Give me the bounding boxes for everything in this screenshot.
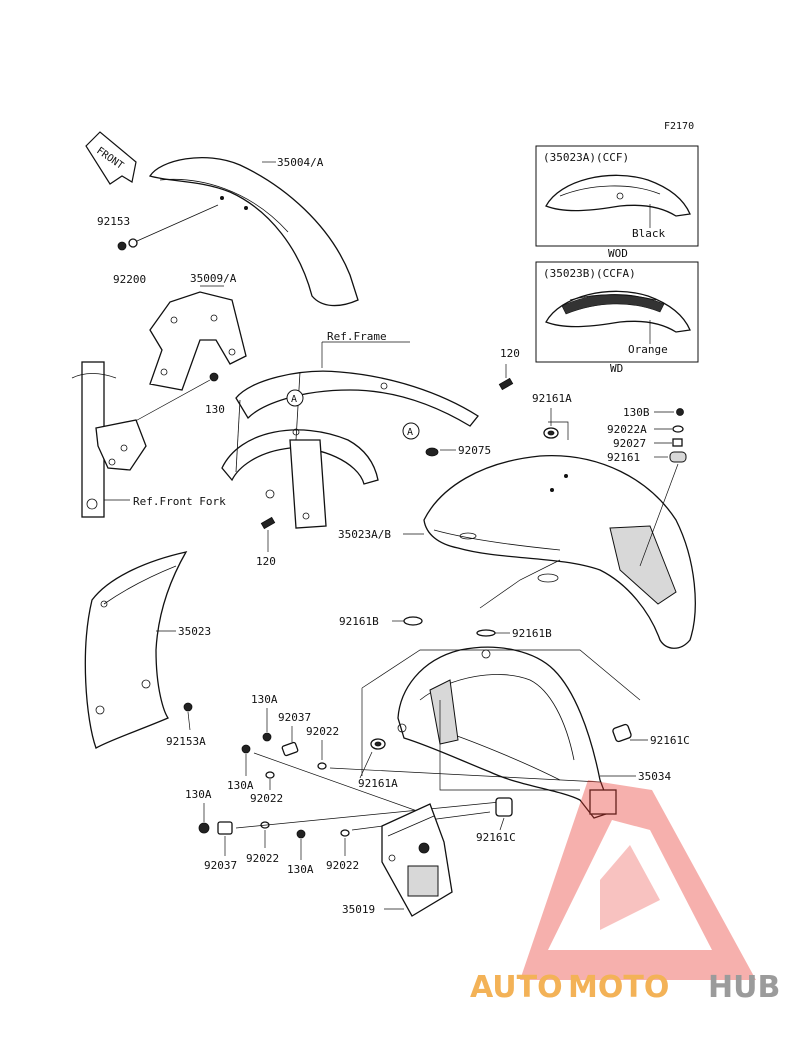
watermark-hub: HUB [708, 970, 780, 1005]
bolt-130a-4-icon [296, 829, 306, 839]
rear-fender [423, 454, 696, 649]
callout-92037-1: 92037 [278, 711, 311, 724]
callout-92153: 92153 [97, 215, 130, 228]
front-fork [71, 361, 147, 518]
front-arrow-icon: FRONT [85, 131, 137, 185]
callout-35023ab: 35023A/B [338, 528, 391, 541]
callout-35004a: 35004/A [277, 156, 324, 169]
svg-text:A: A [407, 427, 413, 438]
callout-92037-2: 92037 [204, 859, 237, 872]
callout-130a-3: 130A [185, 788, 212, 801]
callout-92075: 92075 [458, 444, 491, 457]
fender-side-cover [84, 551, 188, 749]
damper-92161c-low-icon [495, 797, 513, 817]
callout-92022-1: 92022 [306, 725, 339, 738]
figure-code: F2170 [664, 121, 694, 132]
inset-ccf-color: Black [632, 227, 665, 240]
washer-92022-4-icon [340, 829, 350, 837]
washer-92022-2-icon [265, 771, 275, 779]
damper-92161a-icon [543, 427, 559, 439]
inset-ccf: (35023A)(CCF) Black [535, 145, 699, 247]
watermark-auto: AUTO [470, 970, 563, 1005]
callout-92161c-low: 92161C [476, 831, 516, 844]
callout-130: 130 [205, 403, 225, 416]
frame [221, 370, 479, 529]
reference-a-marker-1: A [286, 389, 304, 407]
damper-92161a-mid-icon [370, 738, 386, 750]
washer-92022-1-icon [317, 762, 327, 770]
callout-92022a: 92022A [607, 423, 647, 436]
callout-120-bottom: 120 [256, 555, 276, 568]
callout-130a-1: 130A [251, 693, 278, 706]
collar-92037-1-icon [281, 741, 299, 757]
callout-ref-frame: Ref.Frame [327, 330, 387, 343]
license-plate-bracket [381, 803, 453, 917]
callout-35034: 35034 [638, 770, 671, 783]
watermark-moto: MOTO [568, 970, 669, 1005]
front-fender [148, 156, 359, 307]
bolt-130b-icon [676, 408, 684, 416]
inset-ccfa-title: (35023B)(CCFA) [543, 267, 636, 280]
right-fastener-stack [669, 408, 687, 463]
damper-92161-icon [669, 451, 687, 463]
callout-130b: 130B [623, 406, 650, 419]
callout-35023: 35023 [178, 625, 211, 638]
callout-92200: 92200 [113, 273, 146, 286]
callout-92161c-right: 92161C [650, 734, 690, 747]
callout-120-top: 120 [500, 347, 520, 360]
bolt-120-icon [498, 377, 514, 391]
pad-92161b-right-icon [476, 629, 496, 637]
callout-92161a-top: 92161A [532, 392, 572, 405]
callout-92161b-left: 92161B [339, 615, 379, 628]
callout-92161b-right: 92161B [512, 627, 552, 640]
reference-a-marker-2: A [402, 422, 420, 440]
callout-130a-2: 130A [227, 779, 254, 792]
fender-bracket [149, 291, 247, 391]
pad-92161b-left-icon [403, 616, 423, 626]
watermark-logo: AUTO MOTO HUB [470, 780, 780, 1005]
inset-ccfa-color: Orange [628, 343, 668, 356]
bolt-92153-icon [117, 238, 138, 251]
callout-92022-4: 92022 [326, 859, 359, 872]
bolt-130a-2-icon [241, 744, 251, 754]
collar-92037-2-icon [217, 821, 233, 835]
bolt-120-lower-icon [260, 516, 276, 530]
collar-92027-icon [672, 438, 683, 447]
callout-92027: 92027 [613, 437, 646, 450]
grommet-92075-icon [425, 447, 439, 457]
washer-92022a-icon [672, 425, 684, 433]
callout-ref-front-fork: Ref.Front Fork [133, 495, 226, 508]
callout-92161a-mid: 92161A [358, 777, 398, 790]
inset-ccf-title: (35023A)(CCF) [543, 151, 629, 164]
callout-35009a: 35009/A [190, 272, 237, 285]
inner-fender-frame [397, 646, 617, 819]
bolt-130-icon [209, 372, 219, 382]
svg-text:A: A [291, 394, 297, 405]
bolt-130a-3-icon [198, 822, 210, 834]
bolt-130a-1-icon [262, 732, 272, 742]
callout-92022-3: 92022 [246, 852, 279, 865]
bolt-92153a-icon [183, 702, 193, 712]
callout-130a-4: 130A [287, 863, 314, 876]
callout-92161: 92161 [607, 451, 640, 464]
callout-92022-2: 92022 [250, 792, 283, 805]
callout-35019: 35019 [342, 903, 375, 916]
callout-92153a: 92153A [166, 735, 206, 748]
inset-ccfa: (35023B)(CCFA) Orange [535, 261, 699, 363]
damper-92161c-right-icon [612, 723, 632, 743]
inset-ccf-model: WOD [608, 247, 628, 260]
inset-ccfa-model: WD [610, 362, 623, 375]
